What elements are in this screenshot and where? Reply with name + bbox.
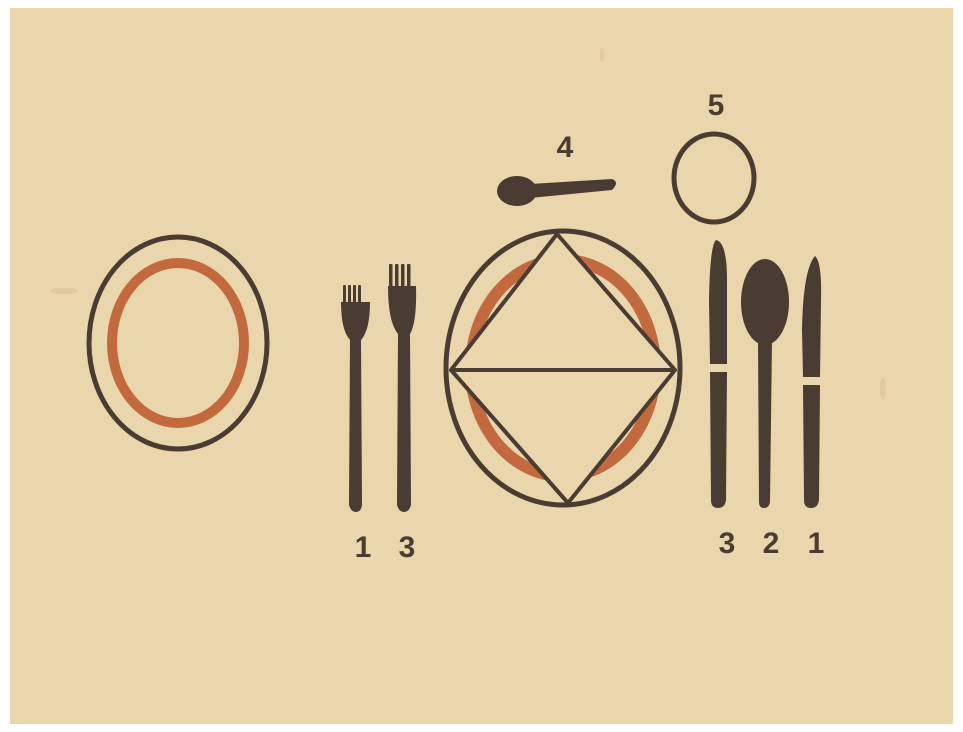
glass-icon (674, 134, 754, 222)
spoon-icon (741, 259, 789, 508)
knife-outer-label: 1 (808, 527, 825, 560)
knife-inner-label: 3 (719, 527, 736, 560)
knife-inner-icon (709, 240, 727, 508)
knife-outer-icon (802, 256, 821, 508)
fork-outer-label: 1 (355, 531, 372, 564)
fork-inner-icon (388, 264, 416, 512)
dessert-spoon-label: 4 (557, 131, 574, 164)
bread-plate-icon (89, 237, 267, 449)
glass-label: 5 (708, 89, 725, 122)
fork-outer-icon (341, 285, 370, 512)
dessert-spoon-icon (497, 176, 616, 206)
spoon-label: 2 (763, 527, 780, 560)
fork-inner-label: 3 (399, 531, 416, 564)
dinner-plate-with-napkin-icon (446, 231, 680, 505)
